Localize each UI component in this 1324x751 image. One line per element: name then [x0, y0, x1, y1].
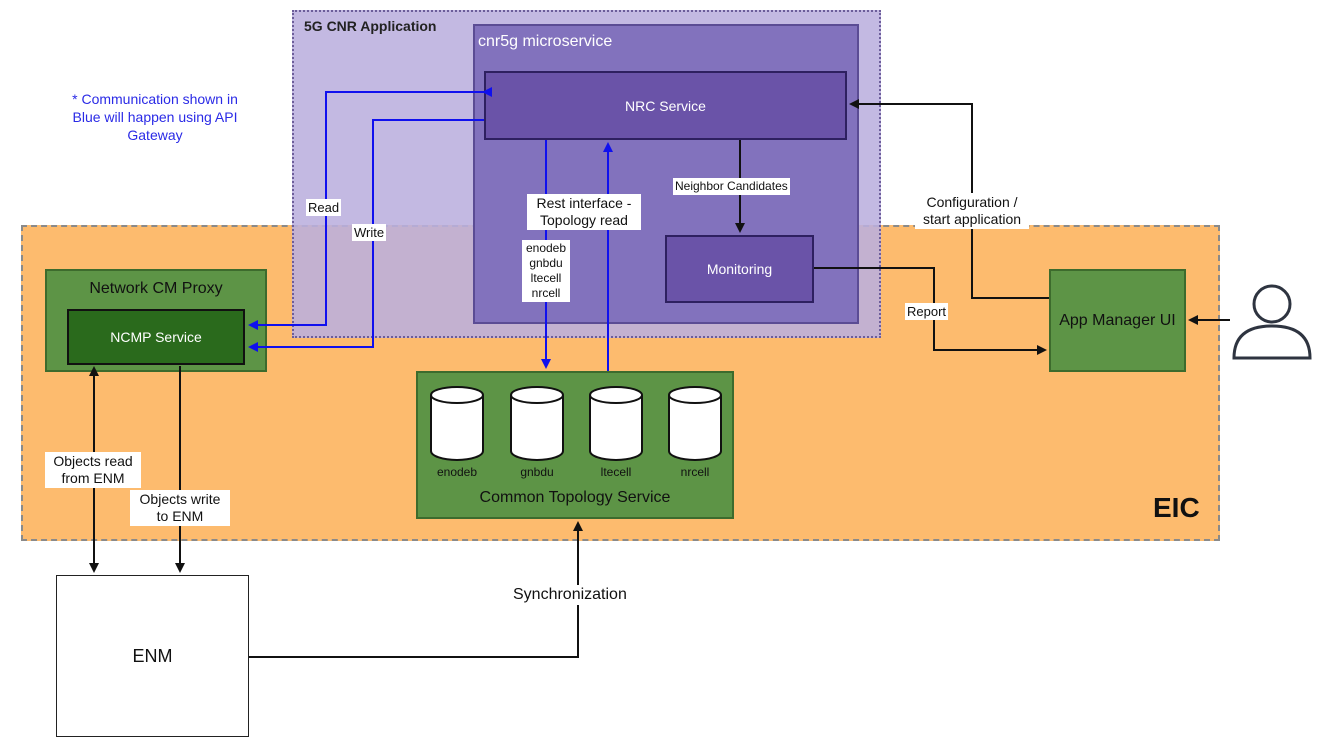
enm-box[interactable]: ENM [56, 575, 249, 737]
monitoring-box[interactable]: Monitoring [665, 235, 814, 303]
objects-write-label: Objects write to ENM [130, 490, 230, 526]
app-manager-ui-box[interactable]: App Manager UI [1049, 269, 1186, 372]
rest-interface-label: Rest interface - Topology read [527, 194, 641, 230]
user-icon [1232, 284, 1312, 360]
db-label-gnbdu: gnbdu [520, 465, 554, 479]
enodeb-database-icon [430, 386, 484, 461]
synchronization-label: Synchronization [510, 585, 630, 605]
synchronization-connector [249, 521, 583, 658]
nrc-service-box[interactable]: NRC Service [484, 71, 847, 140]
eic-label: EIC [1153, 492, 1200, 523]
db-label-enodeb: enodeb [436, 465, 478, 479]
topology-objects-label: enodeb gnbdu ltecell nrcell [522, 240, 570, 302]
db-label-nrcell: nrcell [680, 465, 710, 479]
configuration-label: Configuration / start application [915, 193, 1029, 229]
cnr-application-title: 5G CNR Application [304, 18, 437, 34]
gnbdu-database-icon [510, 386, 564, 461]
common-topology-service-title: Common Topology Service [479, 489, 671, 506]
ncmp-service-box[interactable]: NCMP Service [67, 309, 245, 365]
cnr5g-microservice-title: cnr5g microservice [478, 33, 613, 50]
read-label: Read [306, 199, 342, 216]
neighbor-candidates-label: Neighbor Candidates [673, 178, 790, 195]
network-cm-proxy-title: Network CM Proxy [89, 280, 223, 297]
read-connector [248, 87, 492, 330]
objects-read-label: Objects read from ENM [45, 452, 141, 488]
nrcell-database-icon [668, 386, 722, 461]
ltecell-database-icon [589, 386, 643, 461]
db-label-ltecell: ltecell [600, 465, 632, 479]
api-gateway-note: * Communication shown in Blue will happe… [72, 91, 238, 143]
write-label: Write [352, 224, 387, 241]
report-label: Report [905, 303, 949, 320]
